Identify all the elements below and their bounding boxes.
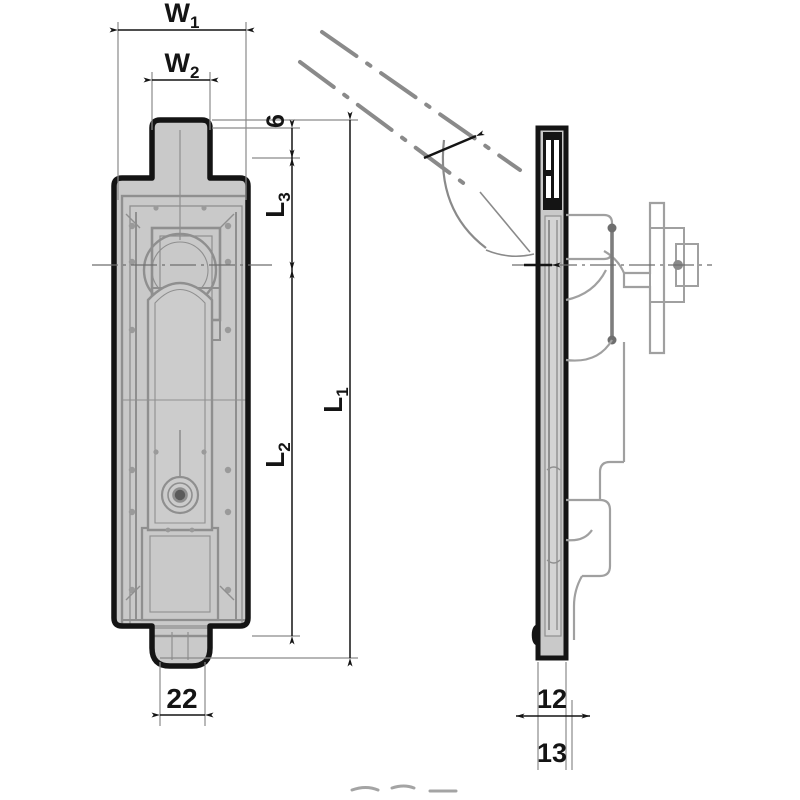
dim-label-w1: W1 <box>165 0 200 32</box>
dim-label-l1: L1 <box>318 387 352 412</box>
dim-label-13: 13 <box>537 738 567 768</box>
dim-label-l2: L2 <box>260 442 294 467</box>
side-mechanism-assembly <box>565 201 699 640</box>
handle-swing-phantom <box>298 30 535 258</box>
extension-lines <box>117 22 358 726</box>
dim-label-22: 22 <box>166 683 197 714</box>
dimension-annotations-side: 12 13 <box>516 662 590 770</box>
side-bottom-hook <box>531 623 541 647</box>
dim-label-12: 12 <box>537 684 567 714</box>
side-view <box>512 125 712 661</box>
dim-label-l3: L3 <box>260 192 294 217</box>
front-plate-interior-detail <box>120 130 248 660</box>
bottom-edge-artifact <box>350 784 458 793</box>
dim-label-6: 6 <box>262 114 290 128</box>
side-plate-interior <box>543 132 562 637</box>
front-plate-outline <box>111 117 251 669</box>
dim-label-w2: W2 <box>165 48 200 82</box>
side-plate-outline <box>535 125 569 661</box>
front-view <box>92 117 272 669</box>
dimension-annotations-front: W1 W2 6 L3 L2 L1 22 <box>109 0 358 726</box>
handle-swing-arc <box>441 139 487 249</box>
